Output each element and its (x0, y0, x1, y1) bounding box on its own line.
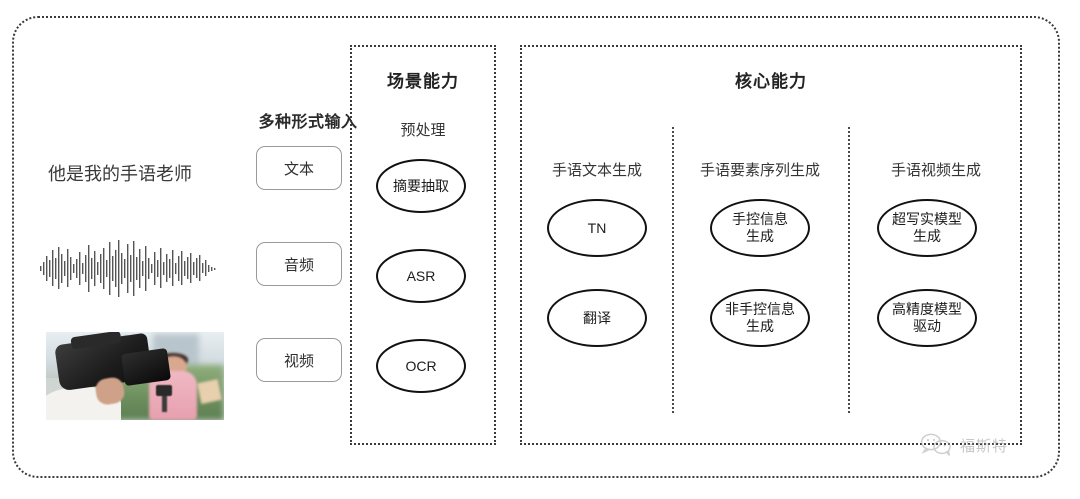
core-capability-panel: 核心能力 手语文本生成 TN 翻译 手语要素序列生成 手控信息生成 非手控信息生… (520, 45, 1022, 445)
scene-group-subtitle-preprocess: 预处理 (400, 122, 446, 139)
scene-node-ocr[interactable]: OCR (376, 339, 466, 393)
video-thumbnail (46, 332, 224, 420)
input-modality-audio-label: 音频 (283, 256, 314, 274)
wechat-logo-icon (920, 433, 951, 456)
core-node-nonmanual-feature-generation[interactable]: 非手控信息生成 (710, 289, 810, 347)
input-modality-video-label: 视频 (283, 352, 314, 370)
input-modality-text-label: 文本 (283, 160, 314, 178)
core-capability-title: 核心能力 (735, 72, 807, 91)
core-column-divider-2 (848, 127, 850, 413)
scene-node-asr[interactable]: ASR (376, 249, 466, 303)
scene-node-summary-extraction[interactable]: 摘要抽取 (376, 159, 466, 213)
watermark-text: 福斯特 (960, 437, 1009, 455)
input-modality-video[interactable]: 视频 (256, 338, 342, 382)
input-section: 多种形式输入 他是我的手语老师 (30, 60, 357, 430)
sample-text: 他是我的手语老师 (48, 164, 192, 184)
scene-capability-panel: 场景能力 预处理 摘要抽取 ASR OCR (350, 45, 496, 445)
core-node-translation[interactable]: 翻译 (547, 289, 647, 347)
multi-input-header: 多种形式输入 (258, 114, 358, 131)
core-group-subtitle-sign-video-generation: 手语视频生成 (890, 162, 981, 179)
input-modality-audio[interactable]: 音频 (256, 242, 342, 286)
core-node-highprecision-model-driving[interactable]: 高精度模型驱动 (877, 289, 977, 347)
core-node-photoreal-model-generation[interactable]: 超写实模型生成 (877, 199, 977, 257)
outer-frame (12, 16, 1060, 478)
core-column-divider-1 (672, 127, 674, 413)
core-node-tn[interactable]: TN (547, 199, 647, 257)
core-node-manual-feature-generation[interactable]: 手控信息生成 (710, 199, 810, 257)
core-group-subtitle-sign-text-generation: 手语文本生成 (551, 162, 642, 179)
input-modality-text[interactable]: 文本 (256, 146, 342, 190)
core-group-subtitle-sign-element-sequence: 手语要素序列生成 (699, 162, 820, 179)
scene-capability-title: 场景能力 (387, 72, 459, 91)
audio-waveform-icon (40, 240, 216, 297)
watermark: 福斯特 (920, 432, 1008, 458)
